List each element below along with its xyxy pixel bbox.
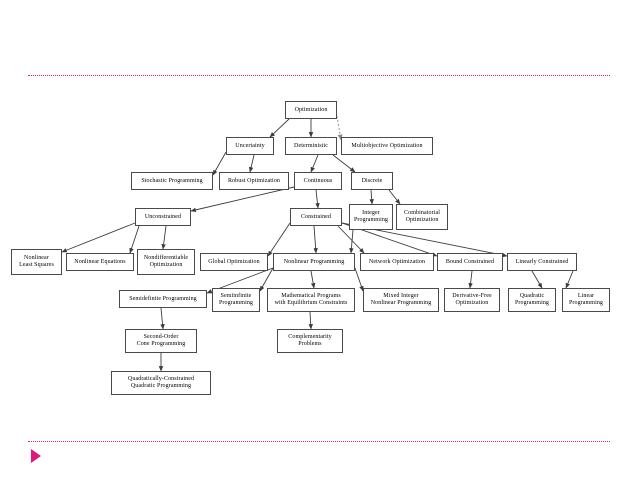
node-semidefinite-prog[interactable]: Semidefinite Programming bbox=[119, 290, 207, 308]
edge-integer-prog-to-nonlinear-prog bbox=[349, 229, 354, 254]
node-combinatorial-opt[interactable]: Combinatorial Optimization bbox=[396, 204, 448, 230]
edge-linearly-constr-to-quadratic-prog bbox=[531, 270, 543, 289]
node-global-opt[interactable]: Global Optimization bbox=[200, 253, 268, 271]
node-stochastic-prog[interactable]: Stochastic Programming bbox=[131, 172, 213, 190]
node-label: Combinatorial Optimization bbox=[404, 210, 440, 223]
node-bound-constrained[interactable]: Bound Constrained bbox=[437, 253, 503, 271]
bullet-triangle-icon bbox=[31, 449, 41, 463]
node-nonlinear-eq[interactable]: Nonlinear Equations bbox=[66, 253, 134, 271]
node-label: Nonlinear Equations bbox=[74, 258, 126, 265]
node-complementarity[interactable]: Complementarity Problems bbox=[277, 329, 343, 353]
node-label: Nondifferentiable Optimization bbox=[143, 255, 189, 268]
edge-deterministic-to-continuous bbox=[310, 154, 319, 173]
top-divider-line bbox=[28, 75, 610, 76]
edge-nonlinear-prog-to-mpec bbox=[310, 270, 316, 289]
node-discrete[interactable]: Discrete bbox=[351, 172, 393, 190]
edge-discrete-to-combinatorial-opt bbox=[388, 189, 401, 205]
node-mpec[interactable]: Mathematical Programs with Equilibrium C… bbox=[267, 288, 355, 312]
node-label: Nonlinear Programming bbox=[283, 258, 345, 265]
node-constrained[interactable]: Constrained bbox=[290, 208, 342, 226]
node-label: Derivative-Free Optimization bbox=[452, 293, 492, 306]
node-label: Continuous bbox=[303, 177, 333, 184]
node-label: Linearly Constrained bbox=[515, 258, 569, 265]
node-linear-prog[interactable]: Linear Programming bbox=[562, 288, 610, 312]
node-label: Network Optimization bbox=[368, 258, 426, 265]
node-nonlinear-prog[interactable]: Nonlinear Programming bbox=[273, 253, 355, 271]
edge-bound-constrained-to-derivative-free bbox=[468, 270, 473, 289]
node-label: Robust Optimization bbox=[227, 177, 281, 184]
node-label: Uncertainty bbox=[235, 142, 265, 149]
node-label: Discrete bbox=[361, 177, 383, 184]
node-semiinfinite-prog[interactable]: Semiinfinite Programming bbox=[212, 288, 260, 312]
node-label: Linear Programming bbox=[568, 293, 604, 306]
node-label: Mathematical Programs with Equilibrium C… bbox=[274, 293, 348, 306]
node-integer-prog[interactable]: Integer Programming bbox=[349, 204, 393, 230]
node-multiobjective[interactable]: Multiobjective Optimization bbox=[341, 137, 433, 155]
node-label: Constrained bbox=[300, 213, 332, 220]
node-label: Complementarity Problems bbox=[288, 334, 332, 347]
node-label: Unconstrained bbox=[144, 213, 182, 220]
node-label: Optimization bbox=[294, 106, 328, 113]
node-socp[interactable]: Second-Order Cone Programming bbox=[125, 329, 197, 353]
bottom-divider-line bbox=[28, 441, 610, 442]
edge-unconstrained-to-nondifferentiable bbox=[161, 225, 167, 250]
node-minlp[interactable]: Mixed Integer Nonlinear Programming bbox=[363, 288, 439, 312]
node-continuous[interactable]: Continuous bbox=[294, 172, 342, 190]
node-unconstrained[interactable]: Unconstrained bbox=[135, 208, 191, 226]
node-label: Global Optimization bbox=[208, 258, 260, 265]
node-label: Semidefinite Programming bbox=[129, 295, 197, 302]
node-label: Bound Constrained bbox=[445, 258, 495, 265]
edge-linearly-constr-to-linear-prog bbox=[565, 270, 574, 289]
node-label: Quadratically-Constrained Quadratic Prog… bbox=[127, 376, 195, 389]
node-label: Nonlinear Least Squares bbox=[19, 255, 54, 268]
edge-uncertainty-to-robust-opt bbox=[248, 154, 255, 173]
node-optimization[interactable]: Optimization bbox=[285, 101, 337, 119]
edge-constrained-to-network-opt bbox=[337, 225, 365, 254]
node-label: Mixed Integer Nonlinear Programming bbox=[370, 293, 432, 306]
edge-nonlinear-prog-to-minlp bbox=[354, 267, 364, 292]
node-label: Second-Order Cone Programming bbox=[136, 334, 186, 347]
node-label: Deterministic bbox=[294, 142, 328, 149]
node-label: Stochastic Programming bbox=[141, 177, 203, 184]
node-qcqp[interactable]: Quadratically-Constrained Quadratic Prog… bbox=[111, 371, 211, 395]
edge-mpec-to-complementarity bbox=[308, 311, 313, 330]
node-nondifferentiable[interactable]: Nondifferentiable Optimization bbox=[137, 249, 195, 275]
edge-continuous-to-unconstrained bbox=[190, 186, 295, 213]
node-linearly-constr[interactable]: Linearly Constrained bbox=[507, 253, 577, 271]
node-nonlinear-ls[interactable]: Nonlinear Least Squares bbox=[11, 249, 62, 275]
edge-unconstrained-to-nonlinear-ls bbox=[61, 222, 136, 253]
node-label: Quadratic Programming bbox=[514, 293, 550, 306]
node-label: Semiinfinite Programming bbox=[218, 293, 254, 306]
edge-continuous-to-constrained bbox=[315, 189, 320, 209]
node-robust-opt[interactable]: Robust Optimization bbox=[219, 172, 289, 190]
node-network-opt[interactable]: Network Optimization bbox=[360, 253, 434, 271]
node-label: Integer Programming bbox=[353, 210, 389, 223]
edge-constrained-to-global-opt bbox=[267, 222, 291, 257]
node-deterministic[interactable]: Deterministic bbox=[285, 137, 337, 155]
edge-discrete-to-integer-prog bbox=[369, 189, 374, 205]
node-derivative-free[interactable]: Derivative-Free Optimization bbox=[444, 288, 500, 312]
node-label: Multiobjective Optimization bbox=[351, 142, 423, 149]
node-uncertainty[interactable]: Uncertainty bbox=[226, 137, 274, 155]
edge-semidefinite-prog-to-socp bbox=[160, 307, 165, 330]
edge-optimization-to-uncertainty bbox=[269, 118, 290, 138]
node-quadratic-prog[interactable]: Quadratic Programming bbox=[508, 288, 556, 312]
edge-deterministic-to-discrete bbox=[332, 154, 356, 173]
edge-constrained-to-nonlinear-prog bbox=[313, 225, 318, 254]
